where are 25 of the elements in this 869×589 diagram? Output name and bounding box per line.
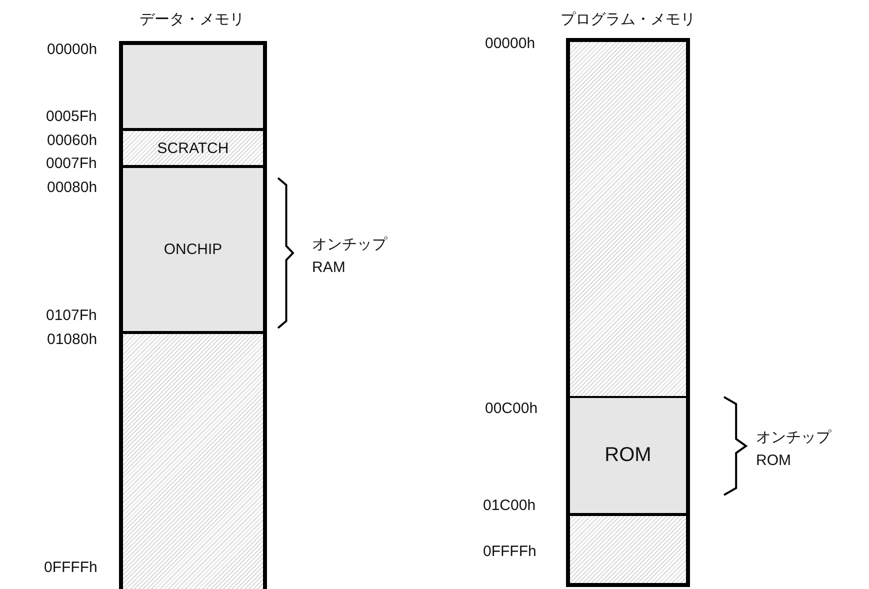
- address-label: 01C00h: [483, 497, 536, 514]
- brace-label: オンチップ RAM: [312, 235, 388, 278]
- address-label: 00000h: [485, 35, 536, 52]
- memory-map-column: [119, 41, 267, 589]
- memory-segment: SCRATCH: [123, 128, 263, 165]
- address-label: 00080h: [47, 179, 98, 196]
- memory-map-column: [566, 38, 690, 587]
- memory-segment: ROM: [570, 396, 686, 513]
- address-label: 00000h: [47, 41, 98, 58]
- address-label: 00060h: [47, 132, 98, 149]
- memory-segment: [123, 45, 263, 128]
- address-label: 0FFFFh: [483, 543, 536, 560]
- address-label: 0005Fh: [46, 108, 97, 125]
- address-label: 01080h: [47, 331, 98, 348]
- column-heading: データ・メモリ: [140, 10, 244, 29]
- memory-segment: ONCHIP: [123, 165, 263, 331]
- address-label: 0107Fh: [46, 307, 97, 324]
- address-label: 0FFFFh: [44, 559, 98, 576]
- column-heading: プログラム・メモリ: [560, 10, 696, 29]
- memory-segment: [123, 331, 263, 589]
- address-label: 00C00h: [485, 400, 538, 417]
- brace-label: オンチップ ROM: [756, 428, 832, 471]
- memory-segment: [570, 513, 686, 583]
- address-label: 0007Fh: [46, 155, 97, 172]
- memory-segment: [570, 42, 686, 396]
